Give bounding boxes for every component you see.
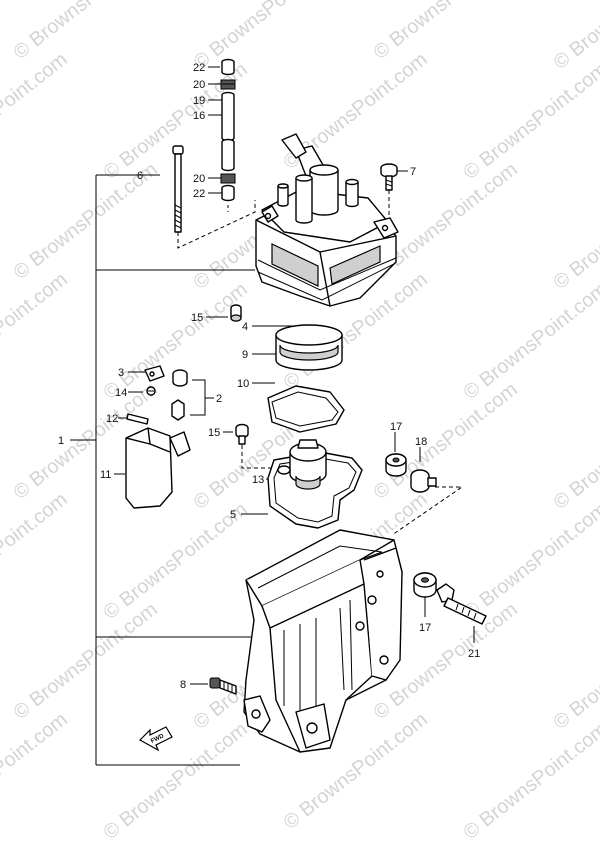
cap-22-upper <box>221 58 235 76</box>
callout-label-17b: 17 <box>419 622 431 634</box>
watermark-text: © BrownsPoint.com <box>0 48 72 174</box>
bracket-3 <box>144 365 165 382</box>
callout-label-3: 3 <box>118 367 124 379</box>
cap-22-lower <box>221 184 235 202</box>
callout-label-6: 6 <box>137 170 143 182</box>
grommet-17-lower <box>413 572 437 598</box>
hose-16-19 <box>221 91 235 172</box>
watermark-text: © BrownsPoint.com <box>460 58 600 184</box>
callout-label-16: 16 <box>193 110 205 122</box>
callout-label-20a: 20 <box>193 79 205 91</box>
watermark-text: © BrownsPoint.com <box>0 268 72 394</box>
callout-label-18: 18 <box>415 436 427 448</box>
callout-label-20b: 20 <box>193 173 205 185</box>
pin-12 <box>126 413 149 425</box>
callout-label-2: 2 <box>216 393 222 405</box>
callout-label-5: 5 <box>230 509 236 521</box>
screw-14 <box>146 386 156 396</box>
callout-label-11: 11 <box>100 469 111 481</box>
callout-label-17a: 17 <box>390 421 402 433</box>
callout-label-1: 1 <box>58 435 64 447</box>
screw-15-upper <box>230 304 242 322</box>
fitting-2 <box>171 369 188 421</box>
callout-label-9: 9 <box>242 349 248 361</box>
watermark-text: © BrownsPoint.com <box>10 0 162 64</box>
regulator-13 <box>277 439 327 490</box>
fwd-label: FWD <box>150 733 166 745</box>
clip-20-lower <box>220 173 236 184</box>
callout-label-15b: 15 <box>208 427 220 439</box>
bolt-21 <box>436 583 487 625</box>
callout-label-22a: 22 <box>193 62 205 74</box>
callout-label-19: 19 <box>193 95 205 107</box>
screw-15-lower <box>235 423 249 445</box>
watermark-text: © BrownsPoint.com <box>460 718 600 844</box>
watermark-text: © BrownsPoint.com <box>190 0 342 74</box>
screw-7 <box>380 163 398 191</box>
callout-label-22b: 22 <box>193 188 205 200</box>
watermark-text: © BrownsPoint.com <box>550 608 600 734</box>
clip-20-upper <box>220 79 236 90</box>
watermark-text: © BrownsPoint.com <box>370 378 522 504</box>
watermark-text: © BrownsPoint.com <box>370 0 522 64</box>
pump-assembly-4 <box>255 133 399 371</box>
fitting-18 <box>410 469 437 493</box>
watermark-text: © BrownsPoint.com <box>460 498 600 624</box>
callout-label-15a: 15 <box>191 312 203 324</box>
watermark-text: © BrownsPoint.com <box>0 708 72 834</box>
watermark-text: © BrownsPoint.com <box>0 488 72 614</box>
fitting-8 <box>209 677 237 695</box>
callout-label-8: 8 <box>180 679 186 691</box>
fwd-direction-arrow-icon: FWD <box>139 726 173 752</box>
callout-label-7: 7 <box>410 166 416 178</box>
callout-label-14: 14 <box>115 387 127 399</box>
cover-11 <box>125 427 191 509</box>
bolt-6 <box>172 145 184 233</box>
callout-label-21: 21 <box>468 648 480 660</box>
callout-label-12: 12 <box>106 413 118 425</box>
watermark-text: © BrownsPoint.com <box>460 278 600 404</box>
callout-label-10: 10 <box>237 378 249 390</box>
grommet-17-upper <box>385 453 407 477</box>
lower-housing <box>243 529 403 753</box>
watermark-text: © BrownsPoint.com <box>100 718 252 844</box>
watermark-text: © BrownsPoint.com <box>550 168 600 294</box>
watermark-text: © BrownsPoint.com <box>100 498 252 624</box>
watermark-text: © BrownsPoint.com <box>10 598 162 724</box>
callout-label-4: 4 <box>242 321 248 333</box>
plate-10 <box>267 385 345 433</box>
watermark-text: © BrownsPoint.com <box>550 388 600 514</box>
leader-lines <box>70 66 475 766</box>
callout-label-13: 13 <box>252 474 264 486</box>
